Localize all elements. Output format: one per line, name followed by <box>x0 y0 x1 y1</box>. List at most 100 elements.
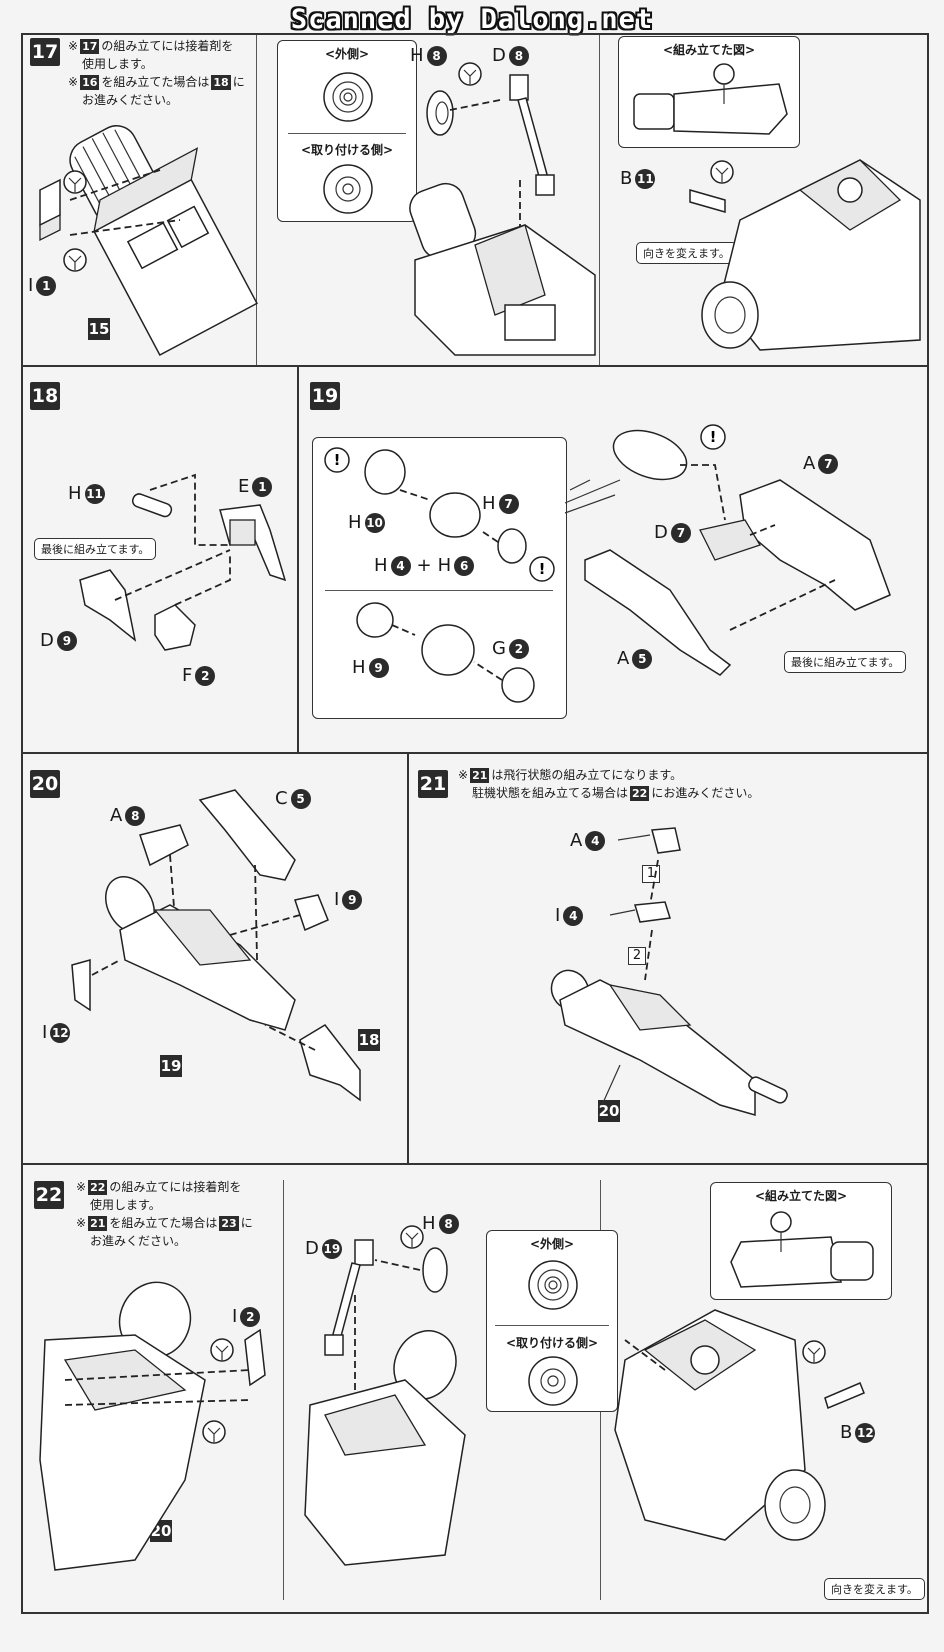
svg-text:!: ! <box>334 451 341 469</box>
subdivider-17a <box>256 35 257 365</box>
step-17-box-outer-label: <外側> <box>324 47 370 61</box>
step-17-wheel-h8-drawing <box>426 90 454 136</box>
step-22-callout-rotate: 向きを変えます。 <box>824 1578 925 1600</box>
step-17-wheel-attach-icon <box>323 164 373 214</box>
step-18-drawing <box>79 473 287 651</box>
step-17-callout-rotate: 向きを変えます。 <box>636 242 737 264</box>
step-17-part-i1-drawing <box>39 178 61 242</box>
step-21-number: 21 <box>418 770 448 798</box>
instruction-sheet <box>21 33 929 1614</box>
step-22-glue-icon-3 <box>400 1225 424 1249</box>
step-17-engine-pod-drawing <box>69 125 258 357</box>
step-22-right-drawing <box>614 1309 826 1541</box>
row-divider-3 <box>21 1163 929 1165</box>
step-17-box-attach-label: <取り付ける側> <box>300 143 394 157</box>
subdivider-17b <box>599 35 600 365</box>
step-22-assembled-label: <組み立てた図> <box>754 1189 848 1203</box>
step-17-glue-icon-1 <box>63 170 87 194</box>
step-22-wheel-outer-icon <box>528 1260 578 1310</box>
step-21-order-1: 1 <box>642 865 660 883</box>
step-22-glue-icon-2 <box>202 1420 226 1444</box>
col-divider-18-19 <box>297 366 299 752</box>
step-20-drawing <box>71 789 361 1102</box>
step-17-right-body-drawing <box>701 159 921 351</box>
step-20-subassembly-18: 18 <box>358 1029 380 1051</box>
step-19-callout-last: 最後に組み立てます。 <box>784 651 907 673</box>
step-20-number: 20 <box>30 770 60 798</box>
step-21-order-2: 2 <box>628 947 646 965</box>
subdivider-22a <box>283 1180 284 1600</box>
step-17-number: 17 <box>30 38 60 66</box>
step-22-box-attach-label: <取り付ける側> <box>505 1336 599 1350</box>
step-17-assembled-drawing <box>633 63 788 135</box>
row-divider-1 <box>21 365 929 367</box>
step-21-subassembly-20: 20 <box>598 1100 620 1122</box>
step-22-assembled-view-box: <組み立てた図> <box>710 1182 892 1300</box>
step-19-box-pointer <box>564 479 621 514</box>
step-22-left-drawing <box>39 1281 266 1571</box>
step-17-part-b11-drawing <box>689 189 726 213</box>
step-17-assembled-label: <組み立てた図> <box>662 43 756 57</box>
step-19-warning-icon-2: ! <box>529 556 555 582</box>
step-22-part-b12-drawing <box>824 1382 865 1410</box>
step-22-wheel-face-box: <外側> <取り付ける側> <box>486 1230 618 1412</box>
step-17-glue-icon-3 <box>458 62 482 86</box>
step-17-assembled-view-box: <組み立てた図> <box>618 36 800 148</box>
step-19-main-drawing <box>569 429 891 676</box>
step-22-box-outer-label: <外側> <box>529 1237 575 1251</box>
step-22-number: 22 <box>34 1181 64 1209</box>
step-17-center-body-drawing <box>409 182 596 356</box>
col-divider-20-21 <box>407 753 409 1163</box>
scan-watermark: Scanned by Dalong.net <box>290 4 654 35</box>
step-17-wheel-face-box: <外側> <取り付ける側> <box>277 40 417 222</box>
step-22-glue-icon-1 <box>210 1338 234 1362</box>
step-17-glue-icon-4 <box>710 160 734 184</box>
step-22-wheel-attach-icon <box>528 1356 578 1406</box>
row-divider-2 <box>21 752 929 754</box>
step-19-detail-parts-drawing <box>356 449 535 703</box>
step-22-assembled-drawing <box>730 1211 874 1288</box>
step-19-warning-icon-3: ! <box>700 424 726 450</box>
step-17-strut-d8-drawing <box>509 74 555 196</box>
svg-text:!: ! <box>539 560 546 578</box>
svg-text:!: ! <box>710 428 717 446</box>
step-22-glue-icon-4 <box>802 1340 826 1364</box>
step-21-drawing <box>550 827 788 1116</box>
step-22-center-drawing <box>304 1239 466 1566</box>
step-18-callout-last: 最後に組み立てます。 <box>34 538 157 560</box>
step-19-number: 19 <box>310 382 340 410</box>
step-20-subassembly-19: 19 <box>160 1055 182 1077</box>
step-17-glue-icon-2 <box>63 248 87 272</box>
step-19-warning-icon-1: ! <box>324 447 350 473</box>
step-17-subassembly-15: 15 <box>88 318 110 340</box>
